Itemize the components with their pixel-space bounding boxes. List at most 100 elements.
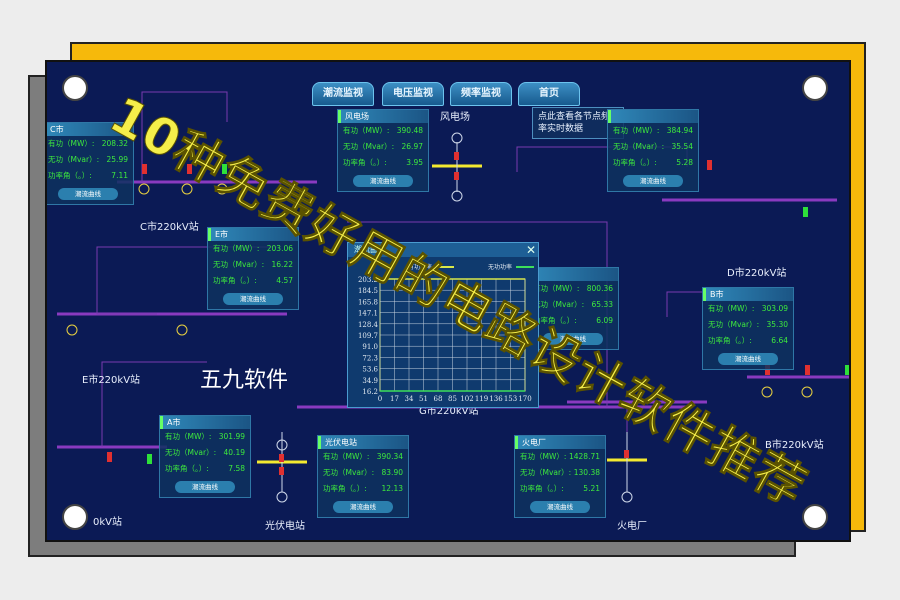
power-flow-curve-button[interactable]: 潮流曲线 [543,333,603,345]
active-power-row: 有功（MW）:390.48 [338,123,428,139]
x-tick-label: 51 [419,395,428,403]
panel-title: A市 [160,416,250,429]
label: 无功（Mvar）: [343,142,395,151]
tab-power-flow-monitor[interactable]: 潮流监视 [312,82,374,106]
y-tick-label: 109.7 [358,332,378,340]
reactive-power-row: 无功（Mvar）:26.97 [338,139,428,155]
label-wind-farm: 风电场 [440,112,470,123]
label-g-station: G市220kV站 [419,406,479,417]
corner-hole [802,504,828,530]
power-flow-curve-button[interactable]: 潮流曲线 [530,501,590,513]
active-power-row: 有功（MW）:301.99 [160,429,250,445]
station-panel: B市 有功（MW）:303.09 无功（Mvar）:35.30 功率角（。）:6… [702,287,794,370]
tab-frequency-monitor[interactable]: 频率监视 [450,82,512,106]
station-panel: 有功（MW）:384.94 无功（Mvar）: 35.54 功率角（。）:5.28… [607,109,699,192]
panel-title: E市 [208,228,298,241]
power-angle-row: 功率角（。）:4.57 [208,273,298,289]
label: 无功（Mvar）: [323,468,375,477]
power-flow-curve-button[interactable]: 潮流曲线 [58,188,118,200]
x-tick-label: 17 [390,395,399,403]
active-power-row: 有功（MW）:303.09 [703,301,793,317]
value: 800.36 [586,284,613,293]
active-power-row: 有功（MW）:203.06 [208,241,298,257]
value: 25.99 [106,155,128,164]
label: 无功（Mvar）: [520,468,572,477]
value: 40.19 [223,448,245,457]
power-flow-curve-button[interactable]: 潮流曲线 [223,293,283,305]
power-angle-row: 功率角（。）: 7.58 [160,461,250,477]
station-panel: 风电场 有功（MW）:390.48 无功（Mvar）:26.97 功率角（。）:… [337,109,429,192]
close-icon[interactable]: ✕ [525,243,536,257]
y-tick-label: 184.5 [358,287,378,295]
value: 12.13 [381,484,403,493]
x-tick-label: 136 [489,395,503,403]
reactive-power-row: 无功（Mvar）: 40.19 [160,445,250,461]
power-angle-row: 功率角（。）:5.21 [515,481,605,497]
value: 7.58 [228,464,245,473]
reactive-power-row: 无功（Mvar）: 83.90 [318,465,408,481]
label-c-station: C市220kV站 [140,222,199,233]
panel-title: 光伏电站 [318,436,408,449]
power-flow-curve-button[interactable]: 潮流曲线 [353,175,413,187]
station-panel: C市 有功（MW）: 208.32 无功（Mvar）: 25.99 功率角（。）:7… [47,122,134,205]
label: 无功（Mvar）: [613,142,665,151]
corner-hole [802,75,828,101]
label: 功率角（。）: [533,316,577,325]
reactive-power-row: 无功（Mvar）:130.38 [515,465,605,481]
legend-label: 有功功率 [408,263,432,271]
x-tick-label: 68 [434,395,443,403]
value: 208.32 [101,139,128,148]
y-tick-label: 147.1 [358,310,378,318]
value: 83.90 [381,468,403,477]
reactive-power-row: 无功（Mvar）: 16.22 [208,257,298,273]
power-flow-curve-button[interactable]: 潮流曲线 [175,481,235,493]
label: 无功（Mvar）: [213,260,265,269]
power-flow-curve-button[interactable]: 潮流曲线 [333,501,393,513]
label-b-station: B市220kV站 [765,440,824,451]
value: 16.22 [271,260,293,269]
value: 1428.71 [568,452,600,461]
power-flow-curve-button[interactable]: 潮流曲线 [623,175,683,187]
label: 有功（MW）: [343,126,390,135]
corner-hole [62,75,88,101]
value: 7.11 [111,171,128,180]
label-pv-station: 光伏电站 [265,521,305,532]
label: 无功（Mvar）: [48,155,100,164]
power-flow-curve-button[interactable]: 潮流曲线 [718,353,778,365]
value: 390.34 [376,452,403,461]
label: 有功（MW）: [520,452,567,461]
x-tick-label: 170 [518,395,531,403]
label: 有功（MW）: [48,139,95,148]
label-d-station: D市220kV站 [727,268,787,279]
label: 无功（Mvar）: [165,448,217,457]
value: 130.38 [573,468,600,477]
value: 3.95 [406,158,423,167]
value: 35.54 [671,142,693,151]
label-thermal-plant: 火电厂 [617,521,647,532]
panel-title: C市 [47,123,133,136]
label: 有功（MW）: [213,244,260,253]
x-tick-label: 0 [378,395,382,403]
power-angle-row: 功率角（。）:7.11 [47,168,133,184]
active-power-row: 有功（MW）:1428.71 [515,449,605,465]
tab-home[interactable]: 首页 [518,82,580,106]
panel-title: B市 [703,288,793,301]
reactive-power-row: 无功（Mvar）:35.30 [703,317,793,333]
tab-voltage-monitor[interactable]: 电压监视 [382,82,444,106]
y-tick-label: 16.2 [362,388,378,396]
label-a-station: 0kV站 [93,517,122,528]
label: 功率角（。）: [708,336,752,345]
panel-title [608,110,698,123]
active-power-row: 有功（MW）:384.94 [608,123,698,139]
label: 有功（MW）: [613,126,660,135]
power-angle-row: 功率角（。）:6.09 [528,313,618,329]
station-panel: 光伏电站 有功（MW）:390.34 无功（Mvar）:83.90 功率角（。）… [317,435,409,518]
label: 功率角（。）: [165,464,209,473]
x-tick-label: 119 [475,395,488,403]
active-power-row: 有功（MW）: 208.32 [47,136,133,152]
value: 301.99 [218,432,245,441]
y-tick-label: 91.0 [362,343,378,351]
power-angle-row: 功率角（。）:5.28 [608,155,698,171]
panel-title: 风电场 [338,110,428,123]
